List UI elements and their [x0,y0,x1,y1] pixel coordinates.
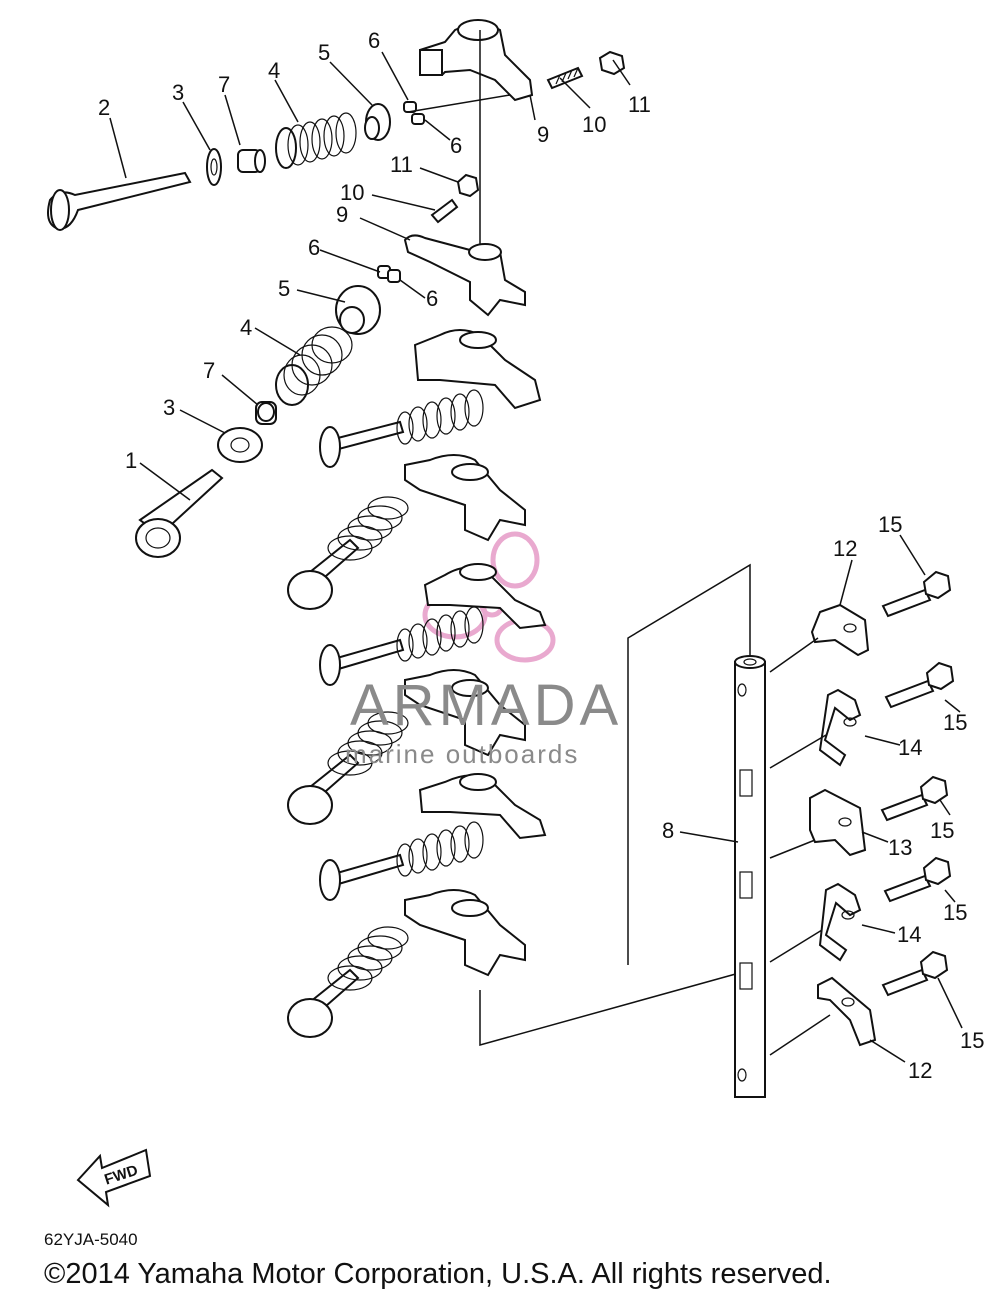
shaft-routing-line [479,563,751,1046]
label-9b: 9 [336,202,348,227]
label-15b: 15 [943,710,967,735]
label-15e: 15 [960,1028,984,1053]
adjusting-screw-10-icon [546,66,584,90]
label-6d: 6 [426,286,438,311]
retainer-5-icon [364,103,391,141]
label-8: 8 [662,818,674,843]
label-9: 9 [537,122,549,147]
label-15a: 15 [878,512,902,537]
label-4b: 4 [240,315,252,340]
bolt-15-a-icon [881,570,952,618]
watermark-tagline: marine outboards [345,739,579,769]
rocker-arm-9-icon [419,19,534,102]
assembly-row-5-icon [319,773,547,901]
bolt-15-e-icon [881,950,949,997]
watermark-brand: ARMADA [350,673,622,738]
label-15d: 15 [943,900,967,925]
retainer-5b-icon [335,285,381,335]
label-11b: 11 [390,152,413,177]
nut-11b-icon [456,173,480,198]
bracket-13-icon [809,788,867,857]
spring-4b-icon [275,326,353,406]
cotter-6-icon [403,101,425,125]
label-6b: 6 [450,133,462,158]
washer-3-icon [206,148,222,186]
label-15c: 15 [930,818,954,843]
label-7b: 7 [203,358,215,383]
bracket-14-lower-icon [818,882,862,962]
cotter-6b-icon [377,265,401,283]
assembly-row-2-icon [287,454,526,610]
label-3: 3 [172,80,184,105]
adjusting-screw-10b-icon [430,198,459,224]
spring-4-icon [275,112,357,169]
diagram-code: 62YJA-5040 [44,1230,138,1249]
seal-7-icon [237,149,266,173]
label-1: 1 [125,448,137,473]
bracket-14-upper-icon [818,688,862,767]
seal-7b-icon [255,401,277,425]
label-5: 5 [318,40,330,65]
valve-1-icon [135,468,224,558]
label-10b: 10 [340,180,364,205]
assembly-row-4-icon [287,669,526,825]
copyright-notice: ©2014 Yamaha Motor Corporation, U.S.A. A… [44,1258,832,1290]
washer-3b-icon [217,427,263,463]
label-14a: 14 [898,735,922,760]
label-6: 6 [368,28,380,53]
part-labels: 2 3 7 4 5 6 6 9 10 11 11 10 9 6 6 5 4 7 … [98,28,984,1083]
rocker-shaft-8-icon [734,655,766,1098]
label-11: 11 [628,92,651,117]
label-13: 13 [888,835,912,860]
bracket-12-top-icon [810,603,870,657]
bolt-15-c-icon [880,775,949,822]
label-4: 4 [268,58,280,83]
bolt-15-d-icon [883,856,952,903]
label-12b: 12 [908,1058,932,1083]
label-5b: 5 [278,276,290,301]
assembly-row-6-icon [287,889,526,1038]
bracket-12-bottom-icon [817,976,877,1047]
fwd-arrow-icon: FWD [76,1148,152,1208]
label-2: 2 [98,95,110,120]
label-7: 7 [218,72,230,97]
bolt-15-b-icon [884,661,955,709]
label-6c: 6 [308,235,320,260]
label-10: 10 [582,112,606,137]
rocker-arm-9b-icon [403,234,526,317]
valve-2-icon [47,171,192,231]
assembly-row-1-icon [319,329,542,468]
assembly-row-3-icon [319,563,547,686]
label-3b: 3 [163,395,175,420]
leader-lines [109,30,963,1063]
label-14b: 14 [897,922,921,947]
label-12: 12 [833,536,857,561]
